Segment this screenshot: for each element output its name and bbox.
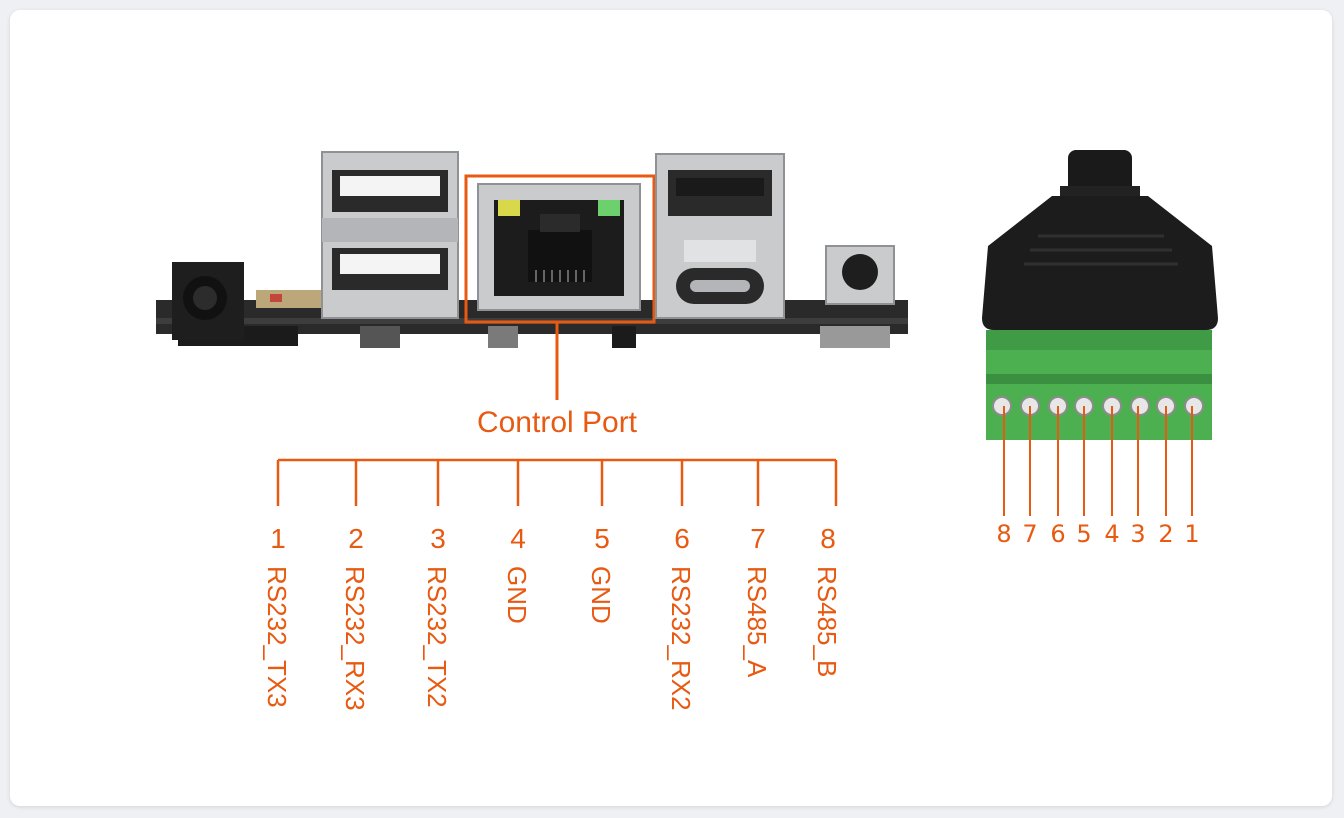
terminal-block-connector: 8 7 6 5 4 3 2 1 bbox=[982, 150, 1218, 548]
pin-signal-label: GND bbox=[502, 566, 532, 624]
board-illustration bbox=[156, 151, 908, 348]
terminal-number: 1 bbox=[1184, 520, 1199, 548]
dual-usb-port bbox=[321, 151, 459, 319]
pin-number: 2 bbox=[348, 523, 364, 554]
pin-number: 7 bbox=[750, 523, 766, 554]
pin-bracket bbox=[276, 458, 838, 506]
rj45-control-port bbox=[477, 183, 641, 311]
usb-a-and-usb-c bbox=[655, 153, 785, 319]
terminal-number: 7 bbox=[1022, 520, 1037, 548]
pin-signals: RS232_TX3 RS232_RX3 RS232_TX2 GND GND RS… bbox=[262, 566, 842, 711]
pin-number: 6 bbox=[674, 523, 690, 554]
pin-signal-label: RS485_B bbox=[812, 566, 842, 677]
terminal-number: 3 bbox=[1130, 520, 1145, 548]
pin-signal-label: RS232_TX3 bbox=[262, 566, 292, 708]
pin-signal-label: RS232_TX2 bbox=[422, 566, 452, 708]
terminal-numbers: 8 7 6 5 4 3 2 1 bbox=[996, 520, 1199, 548]
cable bbox=[1068, 150, 1132, 194]
pin-number: 1 bbox=[270, 523, 286, 554]
terminal-screws bbox=[992, 396, 1204, 416]
terminal-number: 6 bbox=[1050, 520, 1065, 548]
audio-jack bbox=[172, 262, 244, 340]
control-port-title: Control Port bbox=[477, 406, 638, 439]
pin-number: 8 bbox=[820, 523, 836, 554]
pin-number: 5 bbox=[594, 523, 610, 554]
pin-signal-label: GND bbox=[586, 566, 616, 624]
pin-signal-label: RS232_RX3 bbox=[340, 566, 370, 711]
terminal-number: 8 bbox=[996, 520, 1011, 548]
terminal-number: 4 bbox=[1104, 520, 1119, 548]
terminal-number: 5 bbox=[1076, 520, 1091, 548]
control-port-highlight bbox=[464, 174, 656, 324]
pin-number: 3 bbox=[430, 523, 446, 554]
push-button bbox=[825, 245, 895, 305]
pin-numbers: 1 2 3 4 5 6 7 8 bbox=[270, 523, 836, 554]
pin-number: 4 bbox=[510, 523, 526, 554]
terminal-number: 2 bbox=[1158, 520, 1173, 548]
pin-signal-label: RS232_RX2 bbox=[666, 566, 696, 711]
pin-signal-label: RS485_A bbox=[742, 566, 772, 678]
terminal-pointer-lines bbox=[1003, 406, 1193, 516]
